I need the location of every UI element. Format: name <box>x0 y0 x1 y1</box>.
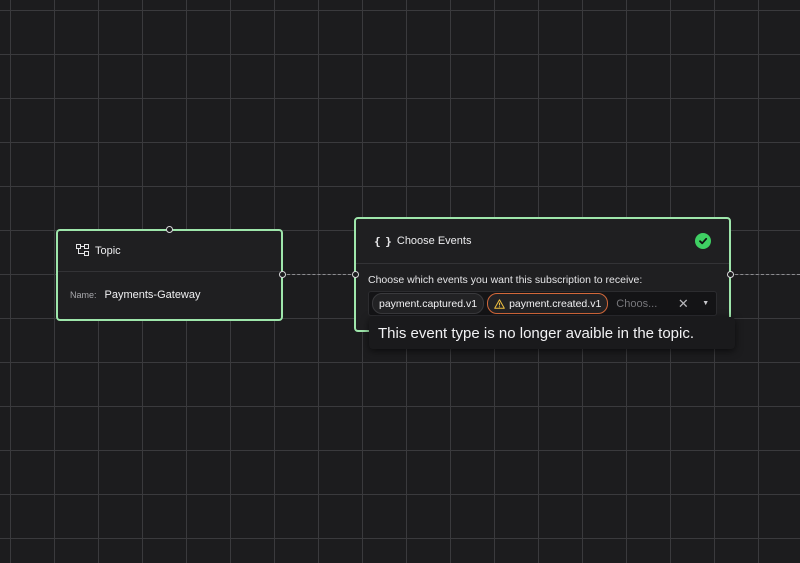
warning-icon <box>494 298 505 309</box>
topic-name-label: Name: <box>70 290 97 300</box>
topic-icon <box>76 243 89 259</box>
chevron-down-icon[interactable]: ▼ <box>702 300 710 307</box>
event-chip-label: payment.captured.v1 <box>379 297 478 310</box>
warning-tooltip: This event type is no longer avaible in … <box>369 317 735 349</box>
choose-events-output-handle[interactable] <box>727 271 734 278</box>
event-chip-payment-created[interactable]: payment.created.v1 <box>487 293 609 314</box>
choose-events-input-handle[interactable] <box>352 271 359 278</box>
topic-name-row: Name: Payments-Gateway <box>70 272 269 318</box>
events-search-input[interactable]: Choos... <box>616 297 658 310</box>
choose-events-node-title: Choose Events <box>396 235 472 247</box>
choose-events-node[interactable]: { } Choose Events Choose which events yo… <box>354 217 731 332</box>
topic-node-output-handle[interactable] <box>279 271 286 278</box>
choose-events-node-header: { } Choose Events <box>356 219 729 264</box>
topic-node-header: Topic <box>58 231 281 272</box>
topic-node-top-handle[interactable] <box>166 226 173 233</box>
topic-node[interactable]: Topic Name: Payments-Gateway <box>56 229 283 321</box>
event-chip-payment-captured[interactable]: payment.captured.v1 <box>372 293 485 314</box>
braces-icon: { } <box>374 234 392 248</box>
clear-icon[interactable]: ✕ <box>677 295 689 311</box>
topic-node-title: Topic <box>95 245 121 257</box>
events-prompt: Choose which events you want this subscr… <box>368 274 643 286</box>
edge-topic-to-events <box>282 274 356 275</box>
check-circle-icon <box>695 233 711 249</box>
event-chip-label: payment.created.v1 <box>509 297 602 310</box>
tooltip-text: This event type is no longer avaible in … <box>378 324 695 342</box>
events-multiselect[interactable]: payment.captured.v1 payment.created.v1 C… <box>368 291 717 316</box>
edge-events-to-next <box>730 274 800 275</box>
topic-name-value: Payments-Gateway <box>104 289 201 301</box>
